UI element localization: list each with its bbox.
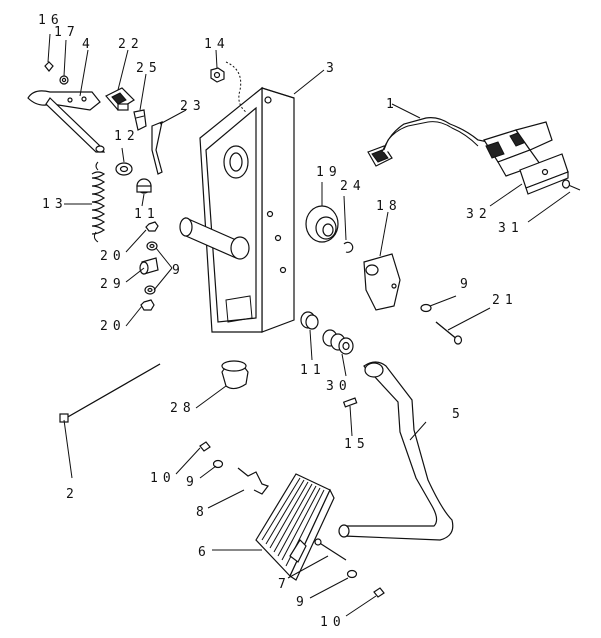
cover-32-part: [519, 153, 569, 195]
bearing-30-part: [322, 329, 354, 355]
callout-20-lower: 20: [100, 319, 126, 334]
leader-lines: [47, 33, 571, 617]
pin-15-part: [342, 397, 358, 408]
bolt-29-part: [139, 257, 159, 275]
callout-32: 32: [466, 207, 492, 222]
callout-14: 14: [204, 37, 230, 52]
callout-23: 23: [180, 99, 206, 114]
callout-17: 17: [54, 25, 80, 40]
clip-10-lower-part: [373, 587, 385, 598]
bracket-housing-part: [179, 61, 295, 333]
bushing-11-lower-part: [300, 311, 319, 330]
pedal-pad-6-part: [255, 473, 335, 581]
callout-9-right: 9: [460, 277, 473, 292]
callout-13: 13: [42, 197, 68, 212]
spring-8-part: [237, 467, 269, 495]
washer-9-lower-part: [144, 285, 156, 295]
callout-9-pedal-upper: 9: [186, 475, 199, 490]
callout-21: 21: [492, 293, 518, 308]
washer-12-part: [115, 162, 133, 176]
wiring-harness-1-part: [367, 117, 553, 177]
pedal-arm-5-part: [338, 361, 454, 541]
bearing-19-part: [305, 205, 339, 243]
callout-11-lower: 11: [300, 363, 326, 378]
callout-2: 2: [66, 487, 79, 502]
callout-30: 30: [326, 379, 352, 394]
callout-19: 19: [316, 165, 342, 180]
callout-9-upper: 9: [172, 263, 185, 278]
callout-16: 16: [38, 13, 64, 28]
callout-12: 12: [114, 129, 140, 144]
nut-14-part: [210, 67, 225, 83]
callout-8: 8: [196, 505, 209, 520]
circlip-24-part: [343, 241, 354, 253]
callout-10-upper: 10: [150, 471, 176, 486]
rod-2-part: [59, 363, 161, 423]
washer-9-right-part: [420, 303, 432, 313]
callout-labels: 16 17 4 22 25 14 3 23 1 12 19 24 13 18 3…: [38, 13, 524, 630]
washer-9-upper-part: [146, 241, 158, 251]
washer-17-part: [59, 75, 69, 85]
callout-6: 6: [198, 545, 211, 560]
callout-15: 15: [344, 437, 370, 452]
clip-10-upper-part: [199, 441, 211, 452]
callout-5: 5: [452, 407, 465, 422]
callout-11-upper: 11: [134, 207, 160, 222]
callout-20-upper: 20: [100, 249, 126, 264]
bolt-21-part: [435, 321, 463, 345]
nut-20-upper-part: [145, 221, 159, 232]
clip-25-part: [133, 109, 147, 131]
callout-31: 31: [498, 221, 524, 236]
callout-29: 29: [100, 277, 126, 292]
callout-22: 22: [118, 37, 144, 52]
pin-7-part: [314, 538, 347, 561]
nut-20-lower-part: [140, 299, 155, 311]
callout-4: 4: [82, 37, 95, 52]
sensor-18-part: [363, 253, 401, 311]
lever-4-part: [27, 90, 106, 153]
callout-9-pedal-lower: 9: [296, 595, 309, 610]
clip-16-part: [44, 61, 54, 72]
callout-10-lower: 10: [320, 615, 346, 630]
callout-1: 1: [386, 97, 399, 112]
callout-24: 24: [340, 179, 366, 194]
callout-28: 28: [170, 401, 196, 416]
callout-18: 18: [376, 199, 402, 214]
spring-13-part: [91, 161, 106, 243]
rod-23-part: [151, 121, 163, 175]
switch-22-part: [105, 87, 135, 111]
callout-3: 3: [326, 61, 339, 76]
washer-9-pedal-lower-part: [346, 569, 358, 579]
bushing-11-upper-part: [136, 178, 152, 194]
boot-28-part: [221, 360, 249, 390]
screw-31-part: [561, 179, 581, 191]
callout-7: 7: [278, 577, 291, 592]
callout-25: 25: [136, 61, 162, 76]
